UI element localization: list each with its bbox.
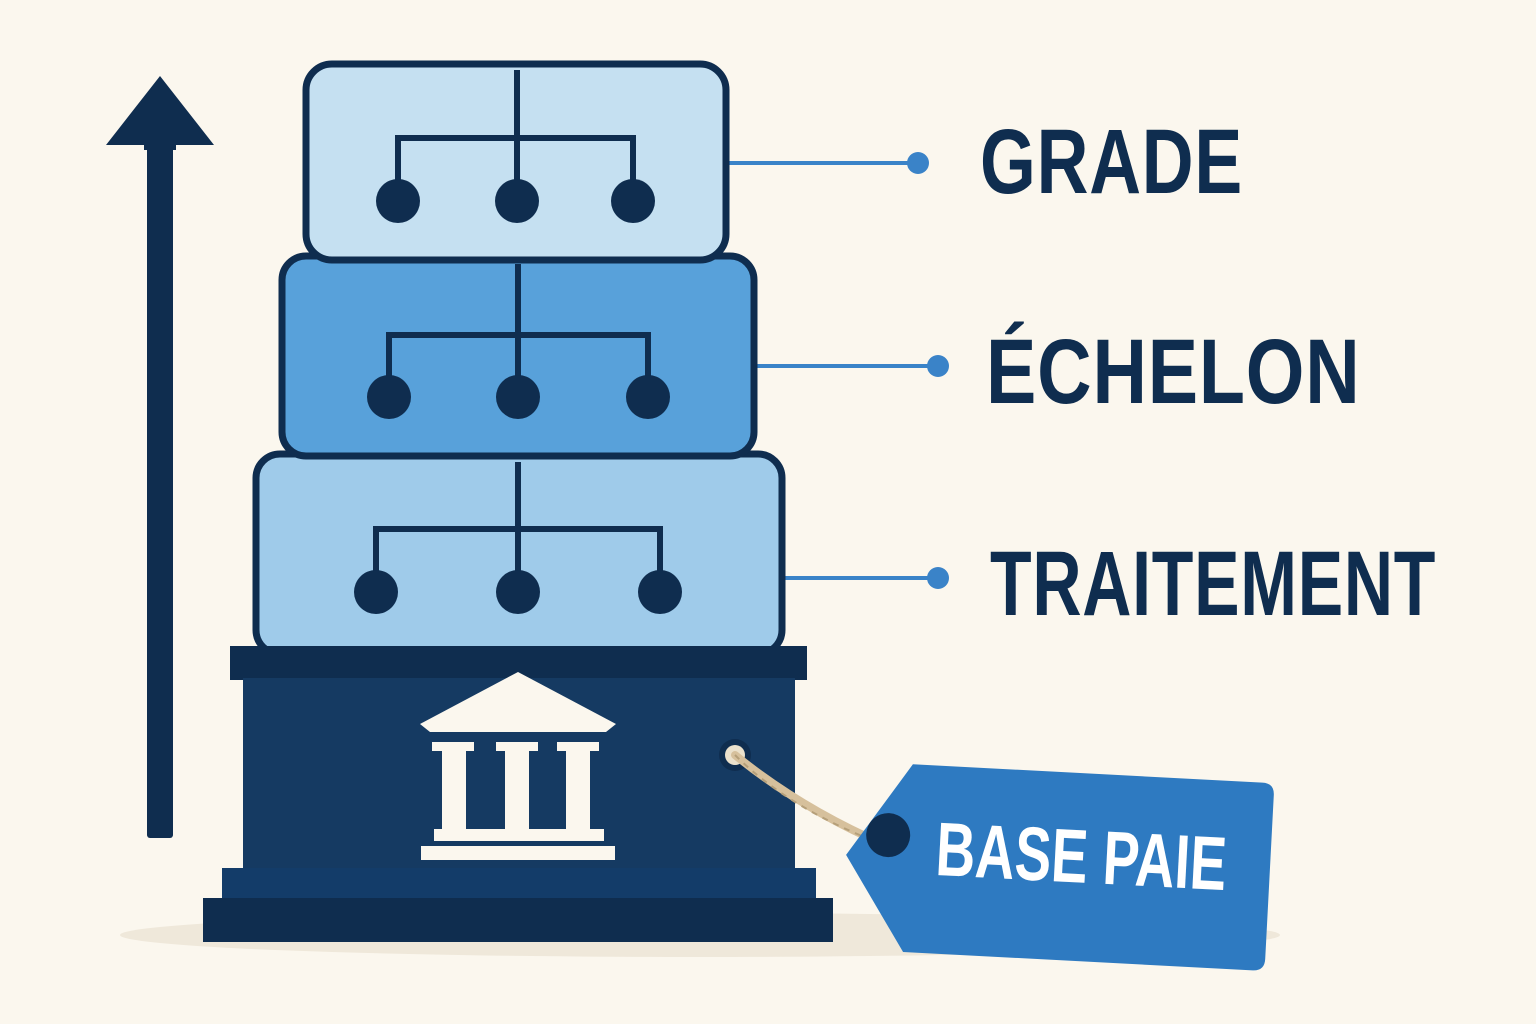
price-tag-icon [846,764,1274,971]
up-arrow-icon [106,76,214,838]
connector-echelon [754,355,949,377]
connector-traitement [782,567,949,589]
tag-label-base-paie: BASE PAIE [933,807,1229,908]
bank-building-icon [420,672,616,860]
org-chart-icon [373,462,663,590]
layer-traitement-block [252,450,786,658]
label-traitement: TRAITEMENT [990,533,1437,635]
label-echelon: ÉCHELON [986,321,1361,423]
layer-grade-block [302,60,730,264]
label-grade: GRADE [980,111,1244,213]
layer-echelon-block [278,252,758,460]
org-chart-icon [395,70,636,200]
org-chart-icon [386,264,651,396]
connector-grade [728,152,929,174]
